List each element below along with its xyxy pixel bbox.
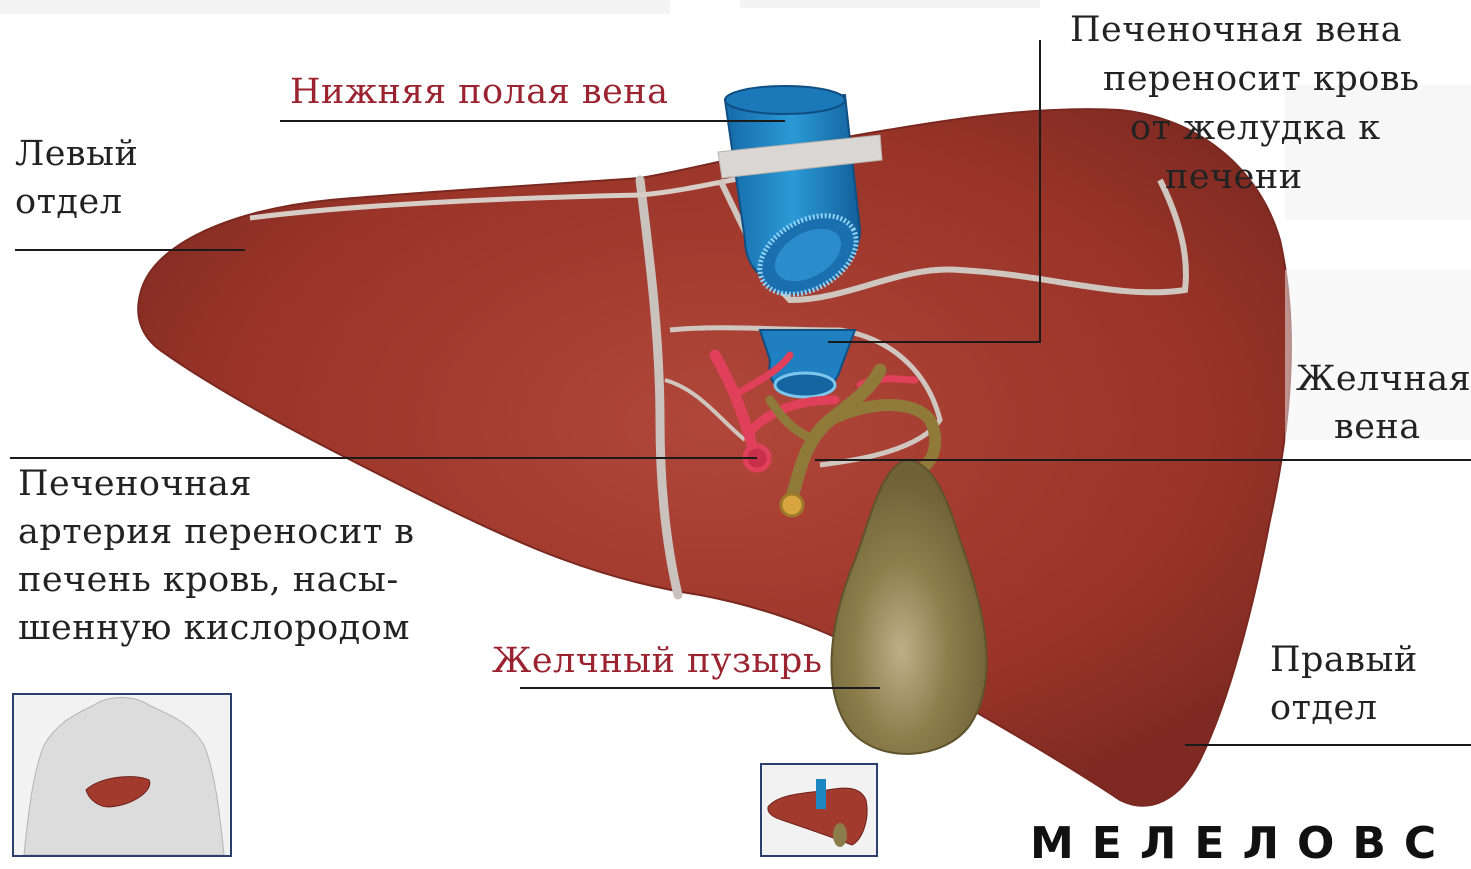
left-lobe-label: Левый отдел	[15, 130, 138, 226]
left-lobe-line-1: Левый	[15, 130, 138, 178]
body-inset-thumbnail	[12, 693, 232, 857]
liver-thumb-image	[762, 765, 876, 855]
right-lobe-label: Правый отдел	[1270, 636, 1418, 732]
hepatic-artery-line-2: артерия переносит в	[18, 508, 414, 556]
bile-vein-label: Желчная вена	[1296, 355, 1471, 451]
liver-inset-thumbnail	[760, 763, 878, 857]
bile-vein-line-2: вена	[1334, 403, 1471, 451]
ivc-label: Нижняя полая вена	[290, 68, 668, 116]
hepatic-vein-line-2: переносит кровь	[1103, 55, 1420, 104]
hepatic-vein-label: Печеночная вена переносит кровь от желуд…	[1070, 6, 1420, 202]
hepatic-artery-line-1: Печеночная	[18, 460, 414, 508]
bottom-cut-off-text: МЕЛЕЛОВС	[1030, 818, 1454, 869]
left-lobe-line-2: отдел	[15, 178, 138, 226]
right-lobe-line-1: Правый	[1270, 636, 1418, 684]
gallbladder-label: Желчный пузырь	[492, 637, 822, 685]
hepatic-vein-line-3: от желудка к	[1130, 104, 1420, 153]
right-lobe-line-2: отдел	[1270, 684, 1418, 732]
hepatic-vein-line-4: печени	[1165, 153, 1420, 202]
hepatic-artery-line-3: печень кровь, насы-	[18, 556, 414, 604]
body-figure-image	[14, 695, 230, 855]
hepatic-artery-line-4: шенную кислородом	[18, 604, 414, 652]
bile-vein-line-1: Желчная	[1296, 355, 1471, 403]
hepatic-vein-line-1: Печеночная вена	[1070, 6, 1420, 55]
hepatic-artery-label: Печеночная артерия переносит в печень кр…	[18, 460, 414, 652]
